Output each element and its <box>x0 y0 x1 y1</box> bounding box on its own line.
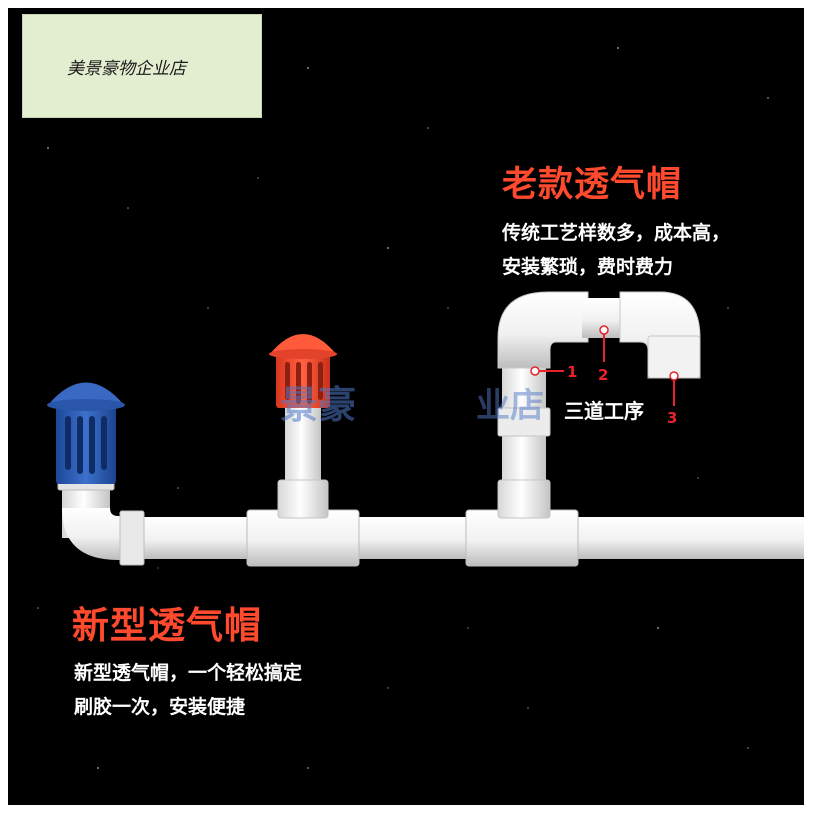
shop-watermark-label: 美景豪物企业店 <box>22 14 262 118</box>
callout-number-3: 3 <box>667 409 677 427</box>
new-cap-description: 新型透气帽，一个轻松搞定 刷胶一次，安装便捷 <box>74 656 302 724</box>
callout-number-1: 1 <box>567 363 577 381</box>
overlay-watermark-fragment-right: 业店 <box>476 386 544 426</box>
new-cap-desc-line-1: 新型透气帽，一个轻松搞定 <box>74 662 303 684</box>
callout-number-2: 2 <box>598 366 608 384</box>
old-cap-desc-line-1: 传统工艺样数多，成本高， <box>502 222 731 244</box>
pipe-illustration: 1 2 3 <box>47 291 804 567</box>
shop-name-text: 美景豪物企业店 <box>67 58 186 79</box>
new-cap-title: 新型透气帽 <box>72 604 262 647</box>
starfield-background <box>37 47 769 769</box>
old-cap-assembly <box>465 291 701 567</box>
old-cap-description: 传统工艺样数多，成本高， 安装繁琐，费时费力 <box>502 216 730 284</box>
new-cap-desc-line-2: 刷胶一次，安装便捷 <box>74 696 246 718</box>
process-steps-label: 三道工序 <box>564 399 644 423</box>
old-cap-title: 老款透气帽 <box>502 165 683 205</box>
new-cap-blue-assembly <box>47 382 145 566</box>
new-cap-red-assembly <box>246 334 360 567</box>
product-image-frame: 美景豪物企业店 老款透气帽 传统工艺样数多，成本高， 安装繁琐，费时费力 <box>8 8 804 805</box>
old-cap-desc-line-2: 安装繁琐，费时费力 <box>502 256 674 278</box>
callout-markers <box>530 325 679 406</box>
main-pipe <box>120 517 804 559</box>
overlay-watermark-fragment-left: 景豪 <box>280 383 357 427</box>
